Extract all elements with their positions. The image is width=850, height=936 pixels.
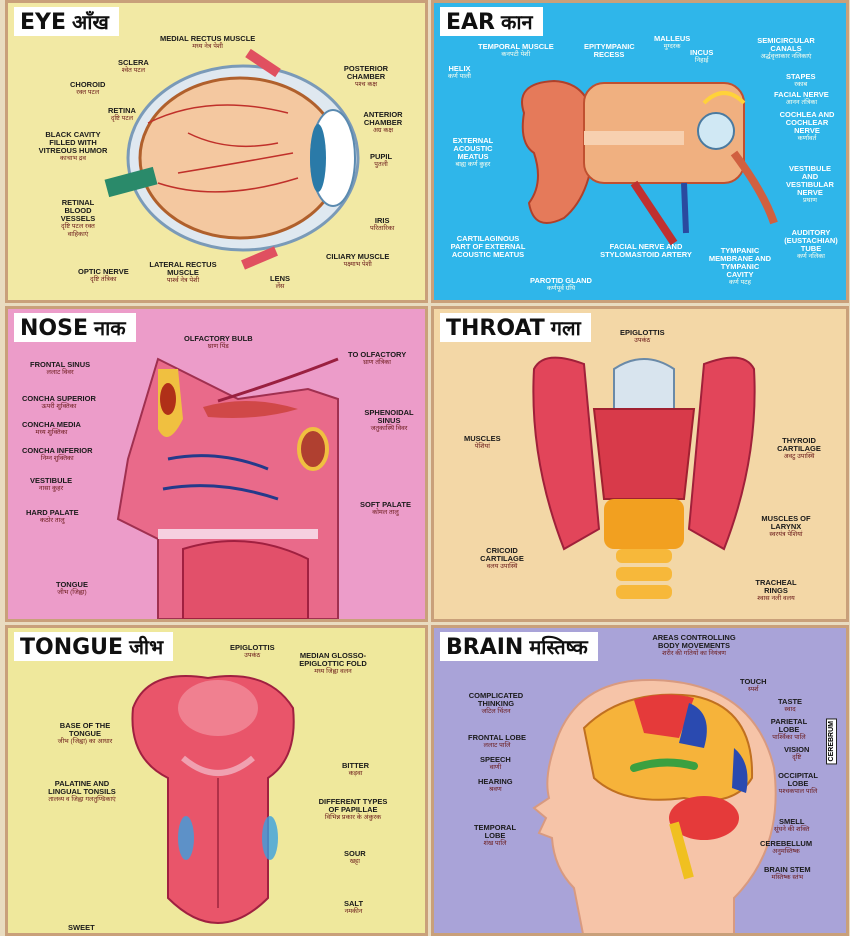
ear-illustration — [521, 79, 778, 246]
tongue-illustration — [131, 675, 295, 924]
eye-illustration — [104, 48, 360, 270]
nose-illustration — [116, 357, 339, 619]
ear-label-cartilaginous: CARTILAGINOUS PART OF EXTERNAL ACOUSTIC … — [450, 234, 526, 259]
ear-label-facial-nerve-artery: FACIAL NERVE AND STYLOMASTOID ARTERY — [600, 242, 692, 259]
ear-label-epitympanic: EPITYMPANIC RECESS — [584, 42, 635, 59]
tongue-label-sweet: SWEET — [68, 923, 95, 932]
throat-illustration — [532, 356, 756, 599]
brain-side-label-cerebrum: CEREBRUM — [826, 718, 837, 765]
brain-illustration — [532, 678, 777, 933]
